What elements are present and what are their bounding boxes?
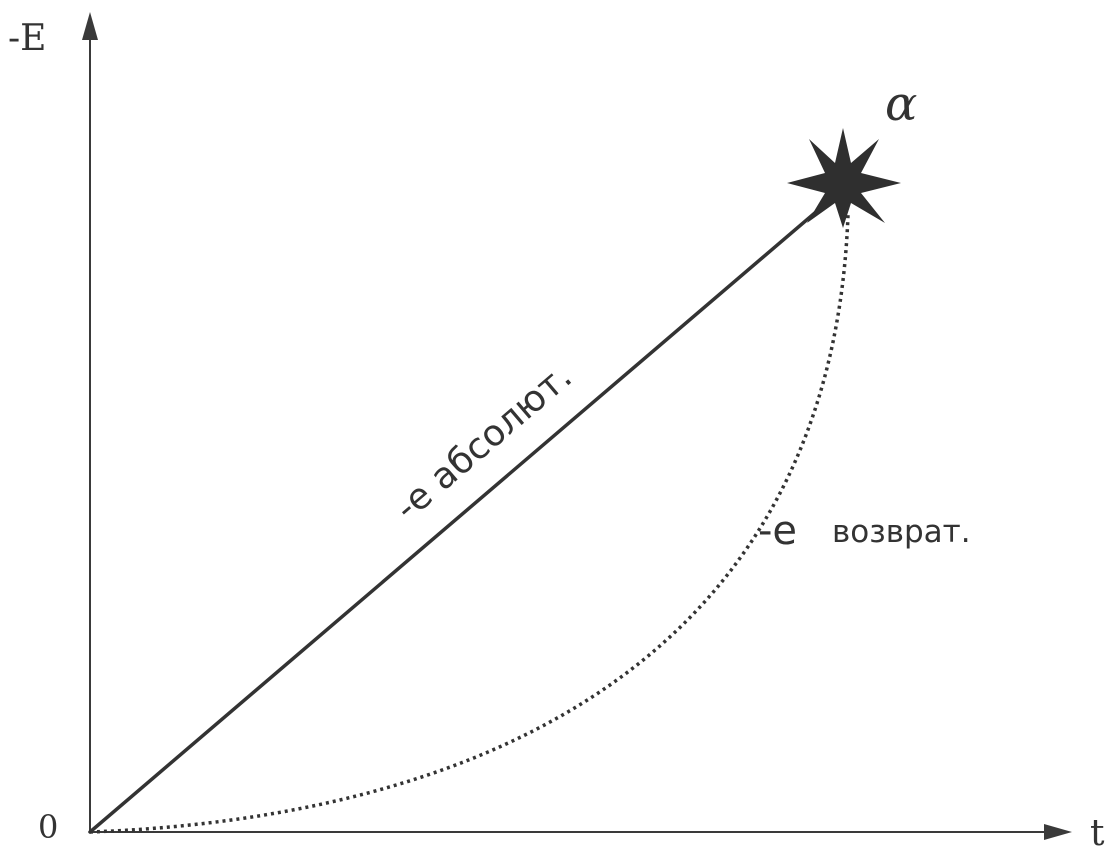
y-axis-arrow-icon [82, 12, 98, 40]
x-axis-arrow-icon [1044, 824, 1072, 840]
y-axis-label: -E [8, 18, 46, 59]
absolute-path-label: -e абсолют. [387, 356, 580, 529]
absolute-path-line [88, 198, 832, 834]
return-path-curve [89, 214, 850, 834]
star-burst-icon [787, 128, 901, 228]
x-axis [90, 824, 1072, 840]
return-path-label-word: возврат. [832, 514, 971, 550]
y-axis [82, 12, 98, 832]
event-label-alpha: α [885, 76, 917, 132]
return-path-label-prefix: -е [758, 508, 797, 554]
x-axis-label: t [1090, 813, 1105, 846]
origin-label: 0 [38, 808, 58, 846]
